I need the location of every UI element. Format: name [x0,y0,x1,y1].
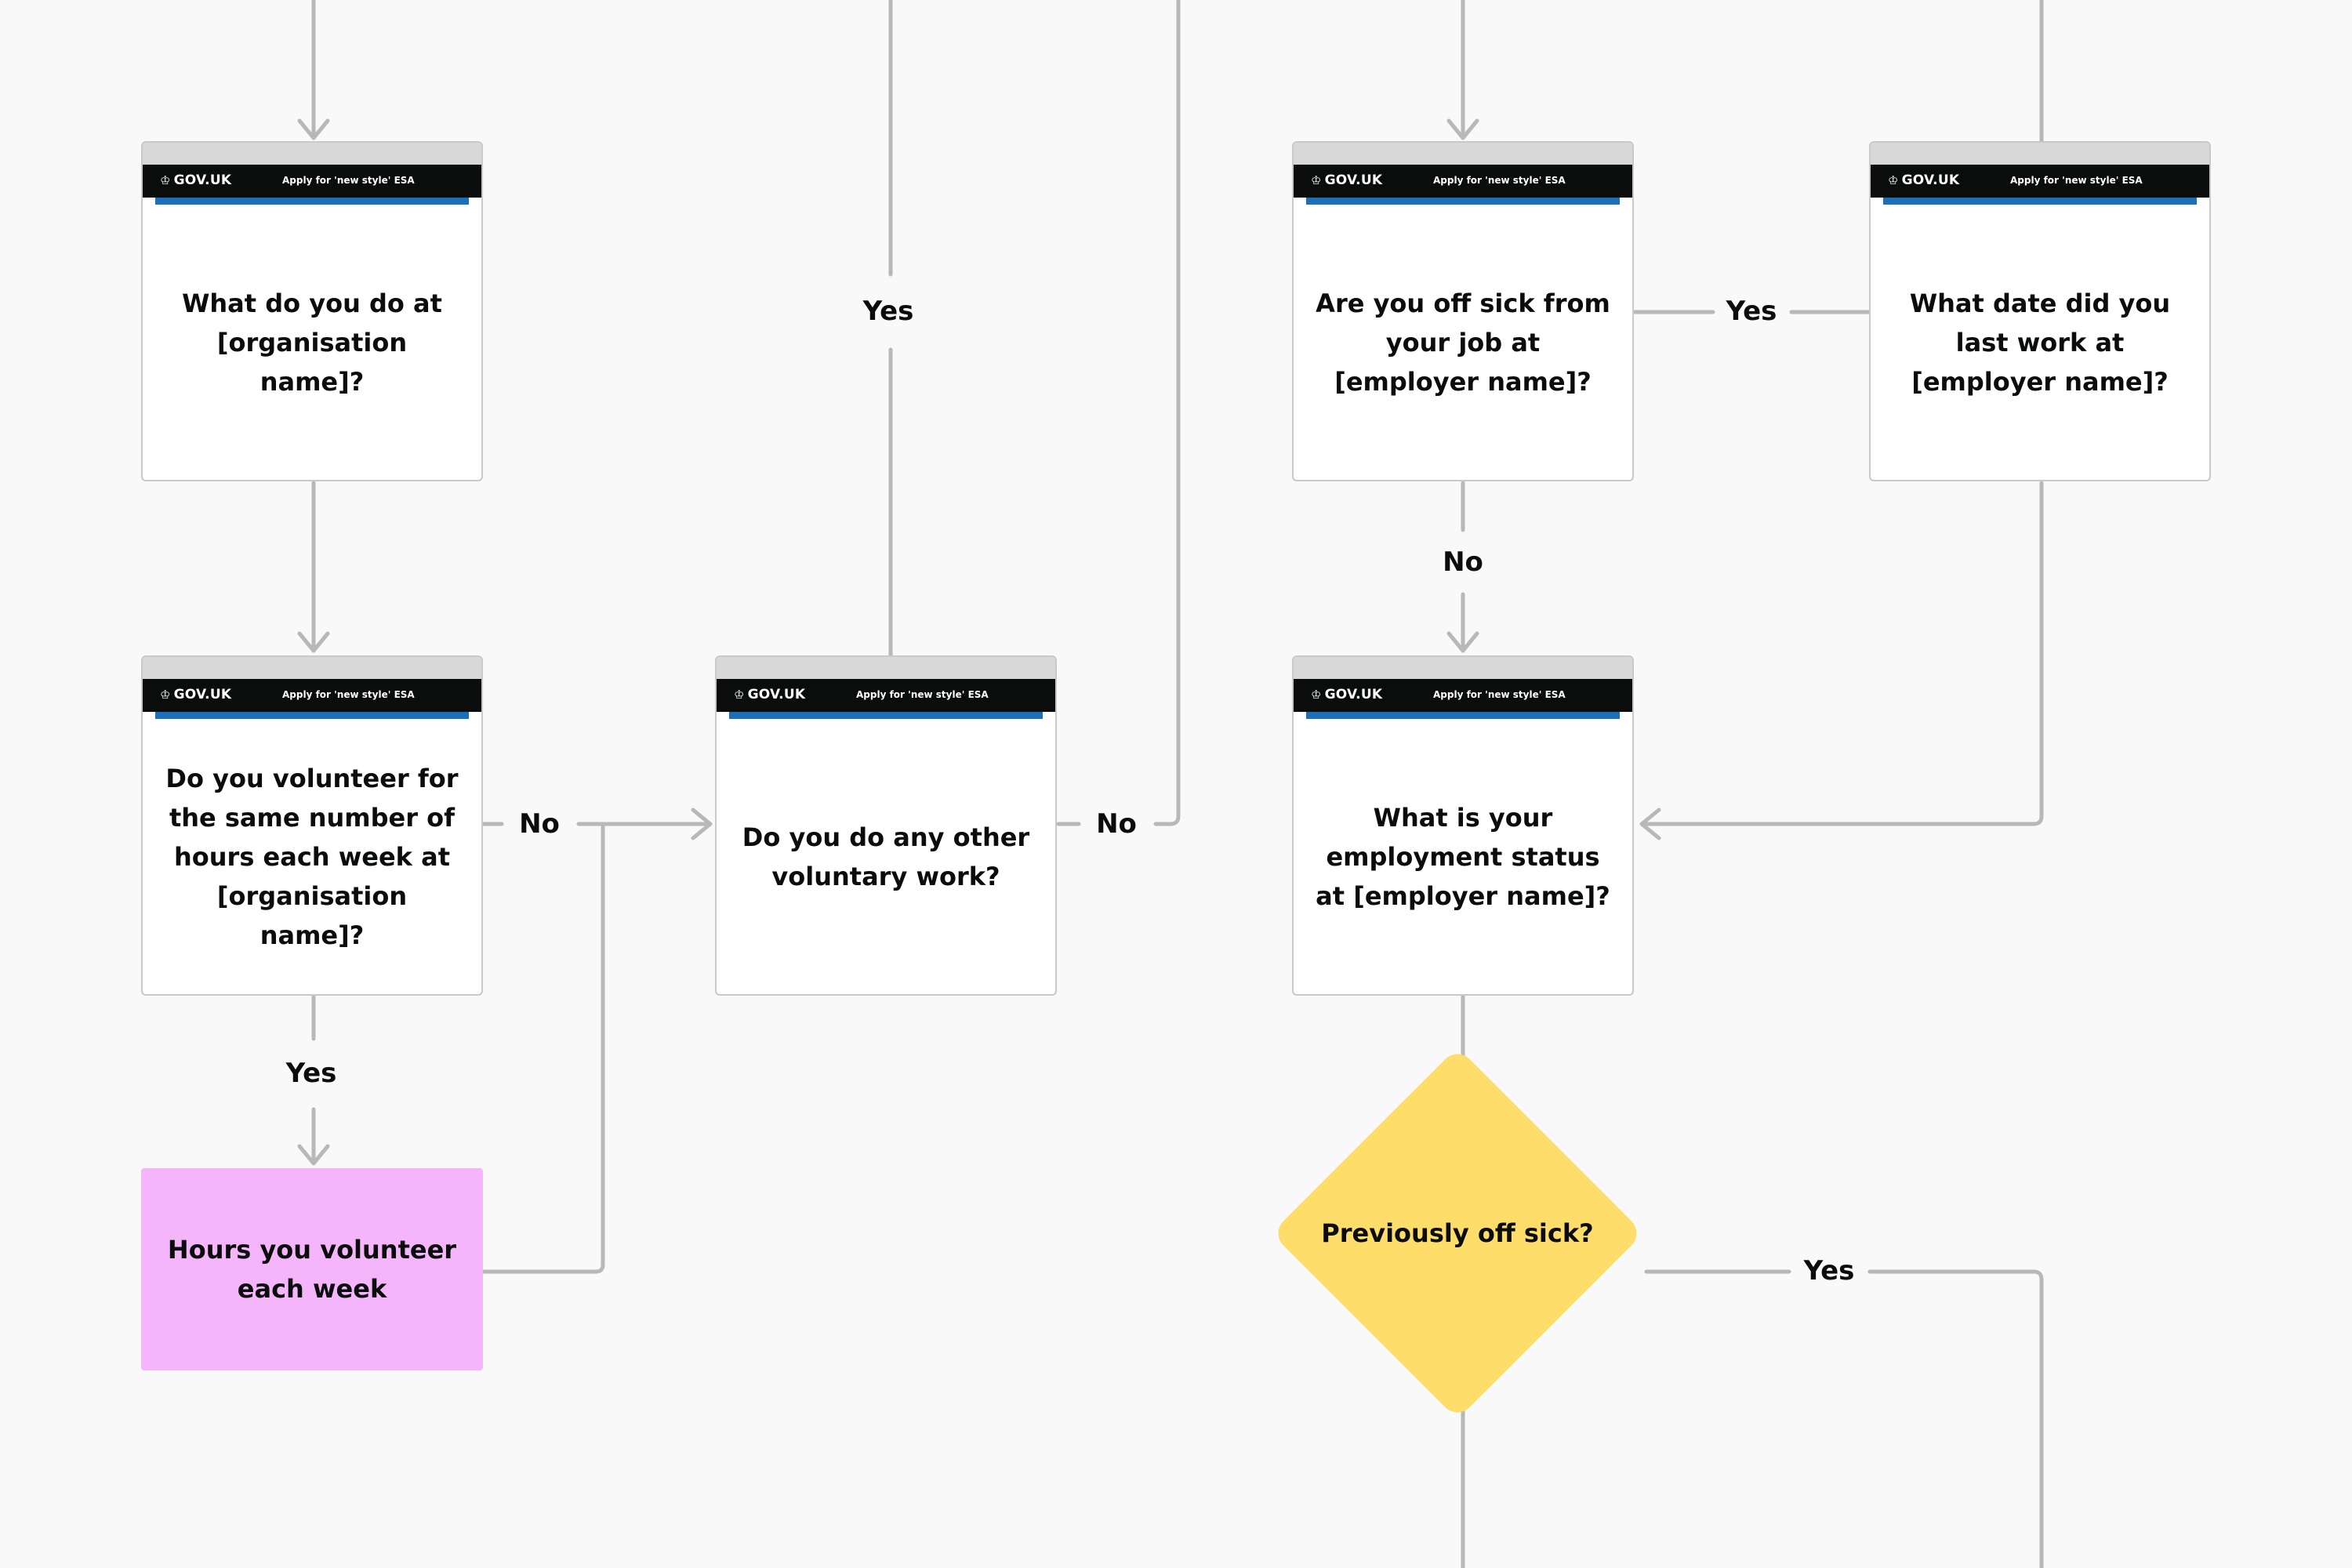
screen-card: ♔GOV.UK Apply for 'new style' ESA What i… [1292,655,1634,996]
govuk-logo: ♔GOV.UK [160,172,231,188]
govuk-header: ♔GOV.UK Apply for 'new style' ESA [1294,165,1632,198]
govuk-header: ♔GOV.UK Apply for 'new style' ESA [143,165,481,198]
arrowhead [1639,808,1661,840]
browser-bar [143,657,481,679]
browser-bar [1871,143,2209,165]
service-name: Apply for 'new style' ESA [282,689,415,700]
screen-card: ♔GOV.UK Apply for 'new style' ESA Are yo… [1292,141,1634,481]
browser-bar [1294,657,1632,679]
arrowhead [691,808,713,840]
browser-bar [717,657,1055,679]
service-name: Apply for 'new style' ESA [856,689,989,700]
edge-label-yes: Yes [851,296,925,327]
crown-icon: ♔ [160,688,171,702]
edge-label-yes: Yes [274,1058,348,1089]
edge-label-yes: Yes [1715,296,1788,327]
screen-card: ♔GOV.UK Apply for 'new style' ESA Do you… [141,655,483,996]
arrowhead [1446,631,1479,653]
govuk-header: ♔GOV.UK Apply for 'new style' ESA [1294,679,1632,712]
service-name: Apply for 'new style' ESA [282,175,415,186]
question-text: What date did you last work at [employer… [1909,289,2171,397]
question-text: Do you do any other voluntary work? [742,822,1030,891]
brand-label: GOV.UK [1901,172,1960,188]
crown-icon: ♔ [734,688,745,702]
service-name: Apply for 'new style' ESA [1433,689,1566,700]
header-underline [729,712,1043,719]
screen-card: ♔GOV.UK Apply for 'new style' ESA What d… [141,141,483,481]
crown-icon: ♔ [1311,688,1322,702]
govuk-header: ♔GOV.UK Apply for 'new style' ESA [143,679,481,712]
header-underline [155,198,469,205]
screen-card: ♔GOV.UK Apply for 'new style' ESA What d… [1869,141,2211,481]
screen-card: ♔GOV.UK Apply for 'new style' ESA Do you… [715,655,1057,996]
service-name: Apply for 'new style' ESA [2010,175,2143,186]
govuk-logo: ♔GOV.UK [1311,687,1382,702]
crown-icon: ♔ [1311,173,1322,187]
question-text: Do you volunteer for the same number of … [165,764,459,950]
crown-icon: ♔ [160,173,171,187]
arrowhead [297,631,330,653]
connector [1153,0,1181,826]
govuk-logo: ♔GOV.UK [1311,172,1382,188]
connector [481,822,605,1274]
browser-bar [143,143,481,165]
question-text: What do you do at [organisation name]? [182,289,442,397]
arrowhead [297,1144,330,1166]
edge-label-no: No [1432,546,1494,578]
brand-label: GOV.UK [173,172,232,188]
edge-label-yes: Yes [1792,1255,1866,1287]
govuk-logo: ♔GOV.UK [1888,172,1959,188]
connector [1639,481,2044,826]
header-underline [1306,712,1620,719]
arrowhead [1446,118,1479,140]
govuk-header: ♔GOV.UK Apply for 'new style' ESA [717,679,1055,712]
data-item-box: Hours you volunteer each week [141,1168,483,1370]
question-text: What is your employment status at [emplo… [1316,803,1610,911]
govuk-header: ♔GOV.UK Apply for 'new style' ESA [1871,165,2209,198]
header-underline [1306,198,1620,205]
edge-label-no: No [508,808,571,840]
crown-icon: ♔ [1888,173,1899,187]
connector [1867,1269,2044,1568]
header-underline [1883,198,2197,205]
arrowhead [297,118,330,140]
brand-label: GOV.UK [173,687,232,702]
browser-bar [1294,143,1632,165]
header-underline [155,712,469,719]
service-name: Apply for 'new style' ESA [1433,175,1566,186]
govuk-logo: ♔GOV.UK [160,687,231,702]
edge-label-no: No [1085,808,1148,840]
govuk-logo: ♔GOV.UK [734,687,805,702]
question-text: Are you off sick from your job at [emplo… [1316,289,1610,397]
decision-text: Previously off sick? [1321,1218,1594,1248]
brand-label: GOV.UK [1324,172,1383,188]
brand-label: GOV.UK [747,687,806,702]
brand-label: GOV.UK [1324,687,1383,702]
